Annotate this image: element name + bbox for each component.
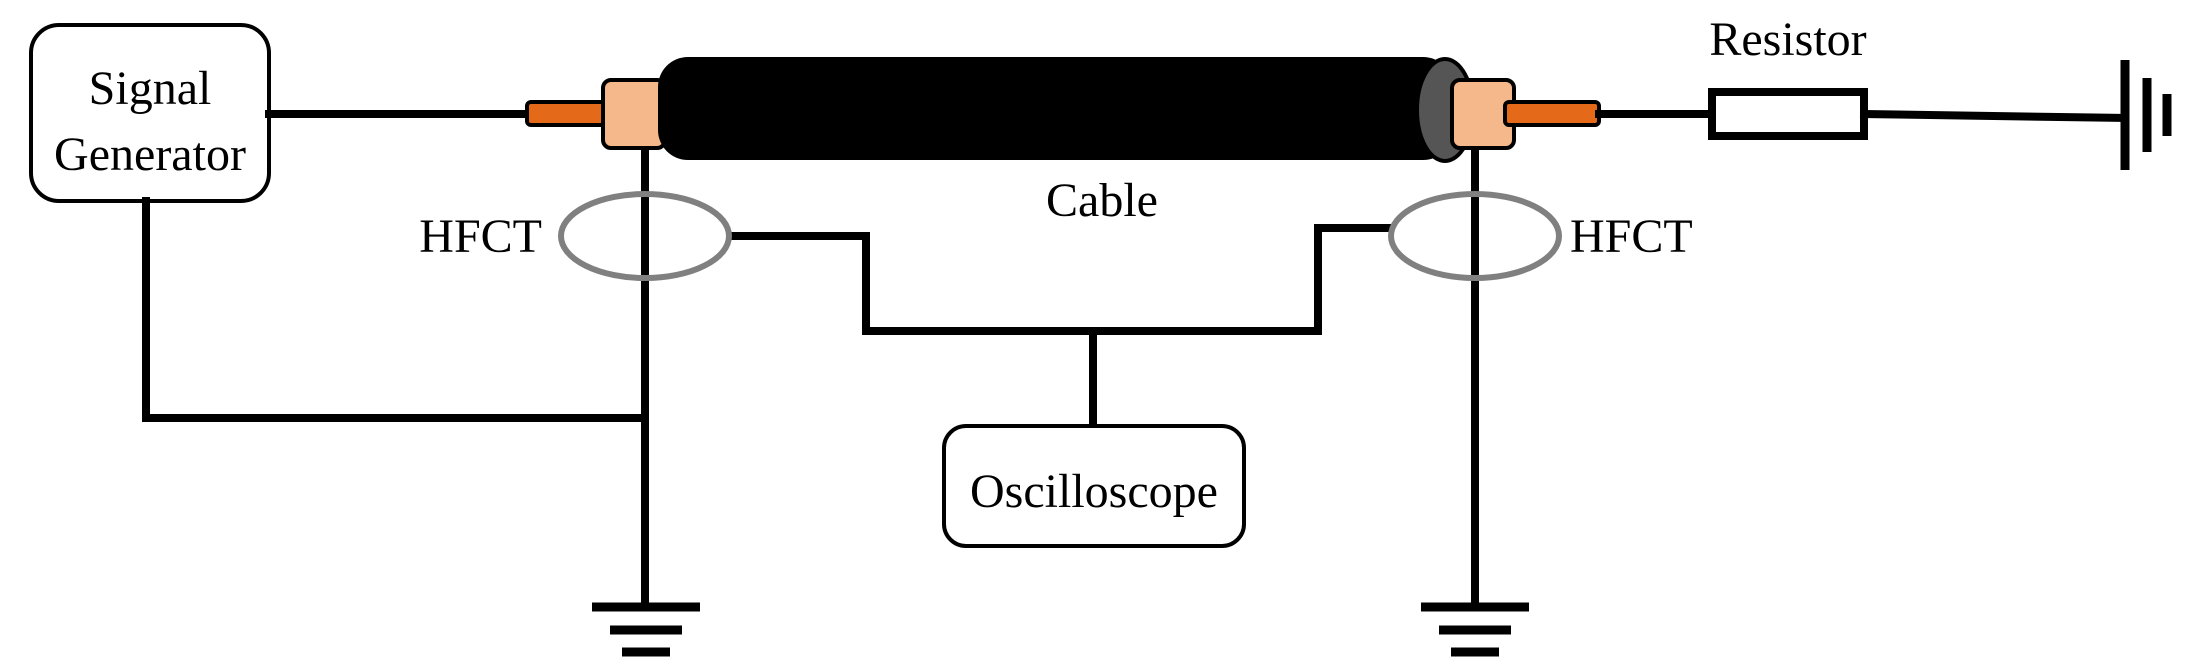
- right-hfct-signal-wire: [1089, 224, 1392, 335]
- signal-generator-label-line2: Generator: [54, 128, 246, 181]
- oscilloscope-label: Oscilloscope: [970, 465, 1218, 518]
- resistor-icon: [1708, 88, 1868, 140]
- right-hfct-label: HFCT: [1570, 210, 1693, 263]
- generator-ground-wire: [142, 197, 649, 422]
- resistor-output-wire: [1859, 109, 2130, 123]
- left-hfct-icon: [558, 191, 732, 281]
- left-ground-icon: [592, 602, 700, 657]
- signal-generator-label-line1: Signal: [89, 62, 212, 115]
- chassis-ground-icon: [2120, 60, 2172, 170]
- oscilloscope-box: [942, 424, 1246, 548]
- left-hfct-signal-wire: [726, 232, 1097, 335]
- left-insulation: [601, 78, 667, 150]
- cable-label: Cable: [1046, 174, 1158, 227]
- resistor-label: Resistor: [1709, 13, 1866, 66]
- right-conductor: [1503, 100, 1601, 127]
- right-ground-icon: [1421, 602, 1529, 657]
- left-hfct-label: HFCT: [419, 210, 542, 263]
- cable-body: [658, 57, 1453, 160]
- right-hfct-icon: [1388, 191, 1562, 281]
